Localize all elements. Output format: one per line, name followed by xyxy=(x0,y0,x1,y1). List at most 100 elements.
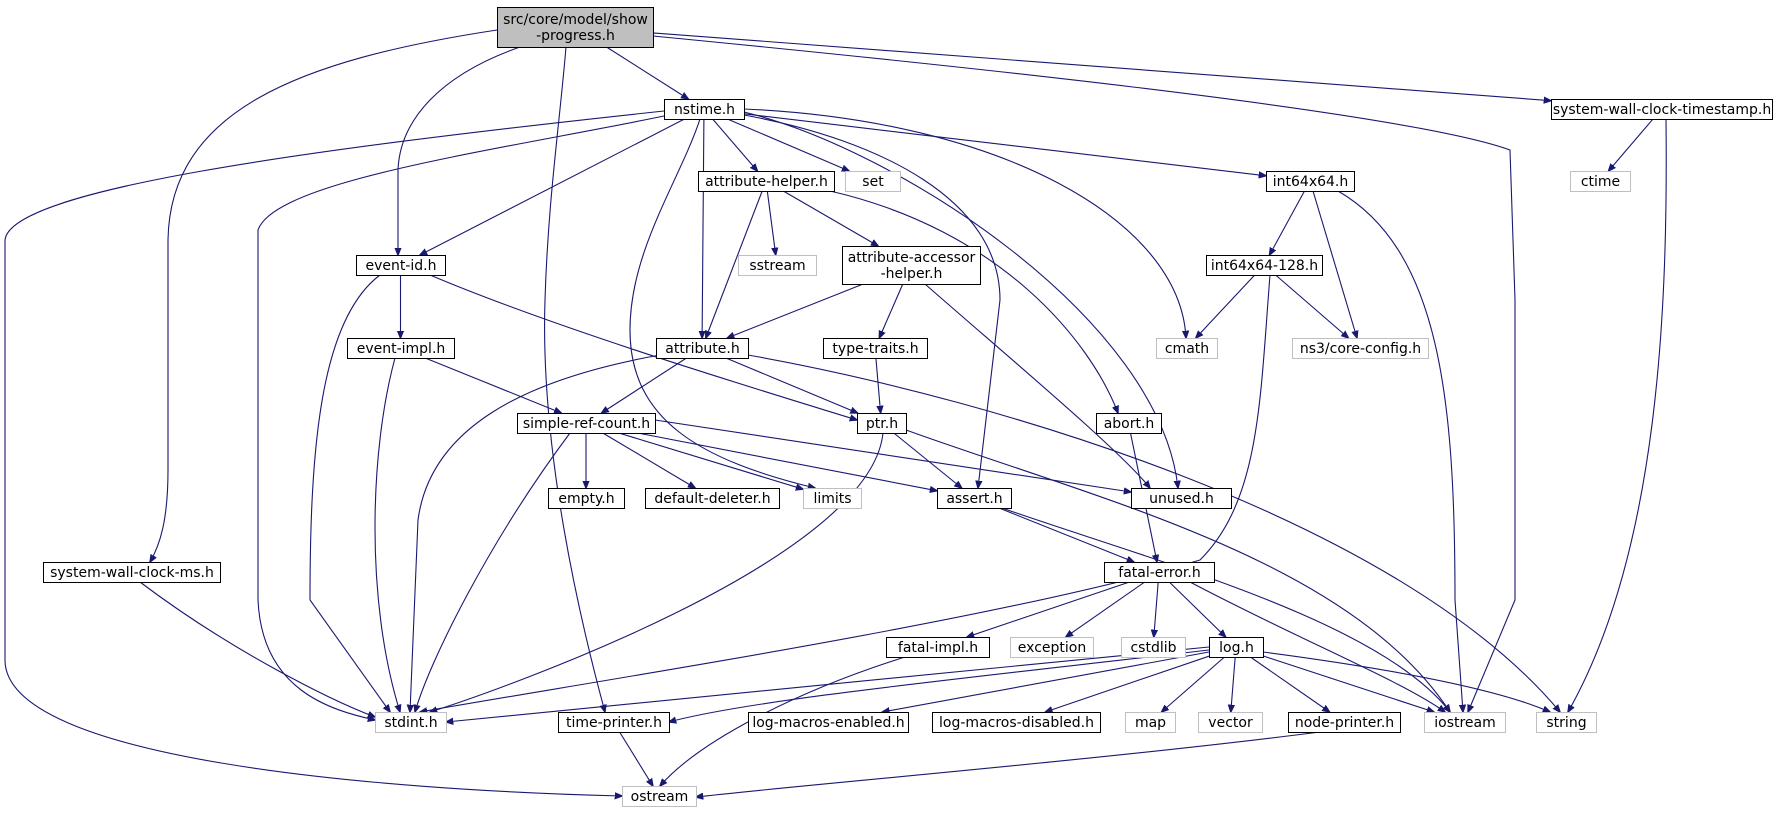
include-edge-fatal-error-to-iostream xyxy=(1189,581,1445,712)
node-label-sstream: sstream xyxy=(749,258,805,274)
include-edge-nstime-to-cmath xyxy=(743,108,1186,338)
include-edge-assert-to-fatal-error xyxy=(998,507,1134,562)
node-label-cstdlib: cstdlib xyxy=(1130,640,1176,656)
node-label-limits: limits xyxy=(813,491,851,507)
node-box-show-progress xyxy=(497,7,654,48)
node-label-show-progress: -progress.h xyxy=(536,28,615,44)
node-label-int64x64-128: int64x64-128.h xyxy=(1211,258,1318,274)
include-edge-swc-ms-to-stdint xyxy=(139,581,375,717)
include-edge-show-progress-to-nstime xyxy=(606,46,689,99)
node-label-ostream: ostream xyxy=(631,789,689,805)
node-log-macros-enabled[interactable]: log-macros-enabled.h xyxy=(748,712,909,733)
node-event-id[interactable]: event-id.h xyxy=(356,255,446,276)
node-box-log-macros-disabled xyxy=(932,712,1101,733)
include-edge-nstime-to-limits xyxy=(629,118,815,488)
include-edge-swc-timestamp-to-string xyxy=(1568,118,1667,712)
node-box-attribute xyxy=(656,338,749,359)
node-cmath: cmath xyxy=(1156,338,1218,359)
node-swc-timestamp[interactable]: system-wall-clock-timestamp.h xyxy=(1551,99,1773,120)
include-edge-simple-ref-count-to-default-deleter xyxy=(602,432,695,488)
node-label-attribute-accessor-helper: -helper.h xyxy=(881,266,943,282)
node-box-default-deleter xyxy=(645,488,780,509)
include-edge-attribute-accessor-helper-to-unused xyxy=(924,283,1150,488)
include-edge-simple-ref-count-to-stdint xyxy=(415,432,571,712)
include-edge-show-progress-to-swc-timestamp xyxy=(652,32,1551,101)
node-box-ctime xyxy=(1570,171,1631,192)
include-edge-type-traits-to-ptr xyxy=(875,357,881,413)
node-box-fatal-error xyxy=(1104,562,1215,583)
node-label-fatal-impl: fatal-impl.h xyxy=(898,640,978,656)
node-label-core-config: ns3/core-config.h xyxy=(1300,341,1421,357)
node-log-macros-disabled[interactable]: log-macros-disabled.h xyxy=(932,712,1101,733)
node-box-int64x64 xyxy=(1266,171,1355,192)
include-edge-attribute-to-string xyxy=(747,354,1560,712)
node-label-cmath: cmath xyxy=(1165,341,1209,357)
include-edge-nstime-to-ostream xyxy=(4,110,665,796)
node-type-traits[interactable]: type-traits.h xyxy=(823,338,928,359)
include-edge-event-id-to-ptr xyxy=(429,274,857,420)
node-label-iostream: iostream xyxy=(1434,715,1496,731)
node-attribute-accessor-helper[interactable]: attribute-accessor-helper.h xyxy=(842,246,981,285)
node-label-unused: unused.h xyxy=(1149,491,1214,507)
include-edge-ptr-to-iostream xyxy=(905,429,1450,712)
node-swc-ms[interactable]: system-wall-clock-ms.h xyxy=(43,562,221,583)
node-vector: vector xyxy=(1198,712,1263,733)
node-attribute-helper[interactable]: attribute-helper.h xyxy=(698,171,835,192)
node-int64x64[interactable]: int64x64.h xyxy=(1266,171,1355,192)
node-set: set xyxy=(845,171,901,192)
node-abort[interactable]: abort.h xyxy=(1096,413,1162,434)
node-iostream: iostream xyxy=(1424,712,1506,733)
node-box-swc-ms xyxy=(43,562,221,583)
node-simple-ref-count[interactable]: simple-ref-count.h xyxy=(517,413,656,434)
node-box-map xyxy=(1125,712,1176,733)
node-box-ptr xyxy=(857,413,907,434)
node-ptr[interactable]: ptr.h xyxy=(857,413,907,434)
node-label-type-traits: type-traits.h xyxy=(832,341,918,357)
include-edge-event-impl-to-simple-ref-count xyxy=(424,357,561,413)
node-empty[interactable]: empty.h xyxy=(548,488,625,509)
include-edge-attribute-helper-to-attribute xyxy=(706,190,763,338)
node-nstime[interactable]: nstime.h xyxy=(664,99,745,120)
node-log[interactable]: log.h xyxy=(1209,637,1264,658)
include-edge-nstime-to-attribute-helper xyxy=(712,118,758,171)
node-label-ctime: ctime xyxy=(1581,174,1620,190)
include-edge-log-to-log-macros-enabled xyxy=(882,651,1210,712)
node-cstdlib: cstdlib xyxy=(1121,637,1186,658)
node-string: string xyxy=(1536,712,1597,733)
node-label-event-id: event-id.h xyxy=(365,258,436,274)
node-box-attribute-helper xyxy=(698,171,835,192)
node-node-printer[interactable]: node-printer.h xyxy=(1288,712,1401,733)
include-edge-nstime-to-attribute xyxy=(702,118,704,338)
node-box-unused xyxy=(1131,488,1232,509)
include-edge-fatal-error-to-fatal-impl xyxy=(967,581,1130,637)
node-event-impl[interactable]: event-impl.h xyxy=(347,338,455,359)
node-time-printer[interactable]: time-printer.h xyxy=(558,712,670,733)
node-int64x64-128[interactable]: int64x64-128.h xyxy=(1206,255,1323,276)
node-label-log-macros-disabled: log-macros-disabled.h xyxy=(939,715,1094,731)
node-unused[interactable]: unused.h xyxy=(1131,488,1232,509)
node-map: map xyxy=(1125,712,1176,733)
include-edge-fatal-error-to-exception xyxy=(1066,581,1146,637)
node-show-progress[interactable]: src/core/model/show-progress.h xyxy=(497,7,654,48)
include-edge-int64x64-to-core-config xyxy=(1312,190,1357,338)
node-label-time-printer: time-printer.h xyxy=(566,715,662,731)
node-limits: limits xyxy=(803,488,862,509)
node-fatal-error[interactable]: fatal-error.h xyxy=(1104,562,1215,583)
include-edge-attribute-helper-to-abort xyxy=(829,190,1118,413)
include-edge-nstime-to-int64x64 xyxy=(743,113,1266,176)
include-edge-attribute-accessor-helper-to-type-traits xyxy=(879,283,904,338)
include-edge-attribute-to-stdint xyxy=(410,354,661,712)
node-label-fatal-error: fatal-error.h xyxy=(1118,565,1200,581)
node-default-deleter[interactable]: default-deleter.h xyxy=(645,488,780,509)
node-label-string: string xyxy=(1546,715,1586,731)
node-fatal-impl[interactable]: fatal-impl.h xyxy=(886,637,990,658)
node-assert[interactable]: assert.h xyxy=(937,488,1012,509)
include-edge-log-to-iostream xyxy=(1262,655,1434,712)
node-label-simple-ref-count: simple-ref-count.h xyxy=(523,416,650,432)
node-core-config: ns3/core-config.h xyxy=(1292,338,1429,359)
node-attribute[interactable]: attribute.h xyxy=(656,338,749,359)
include-edge-event-impl-to-stdint xyxy=(374,357,400,712)
include-edge-attribute-accessor-helper-to-attribute xyxy=(727,283,864,338)
node-box-stdint xyxy=(375,712,447,733)
